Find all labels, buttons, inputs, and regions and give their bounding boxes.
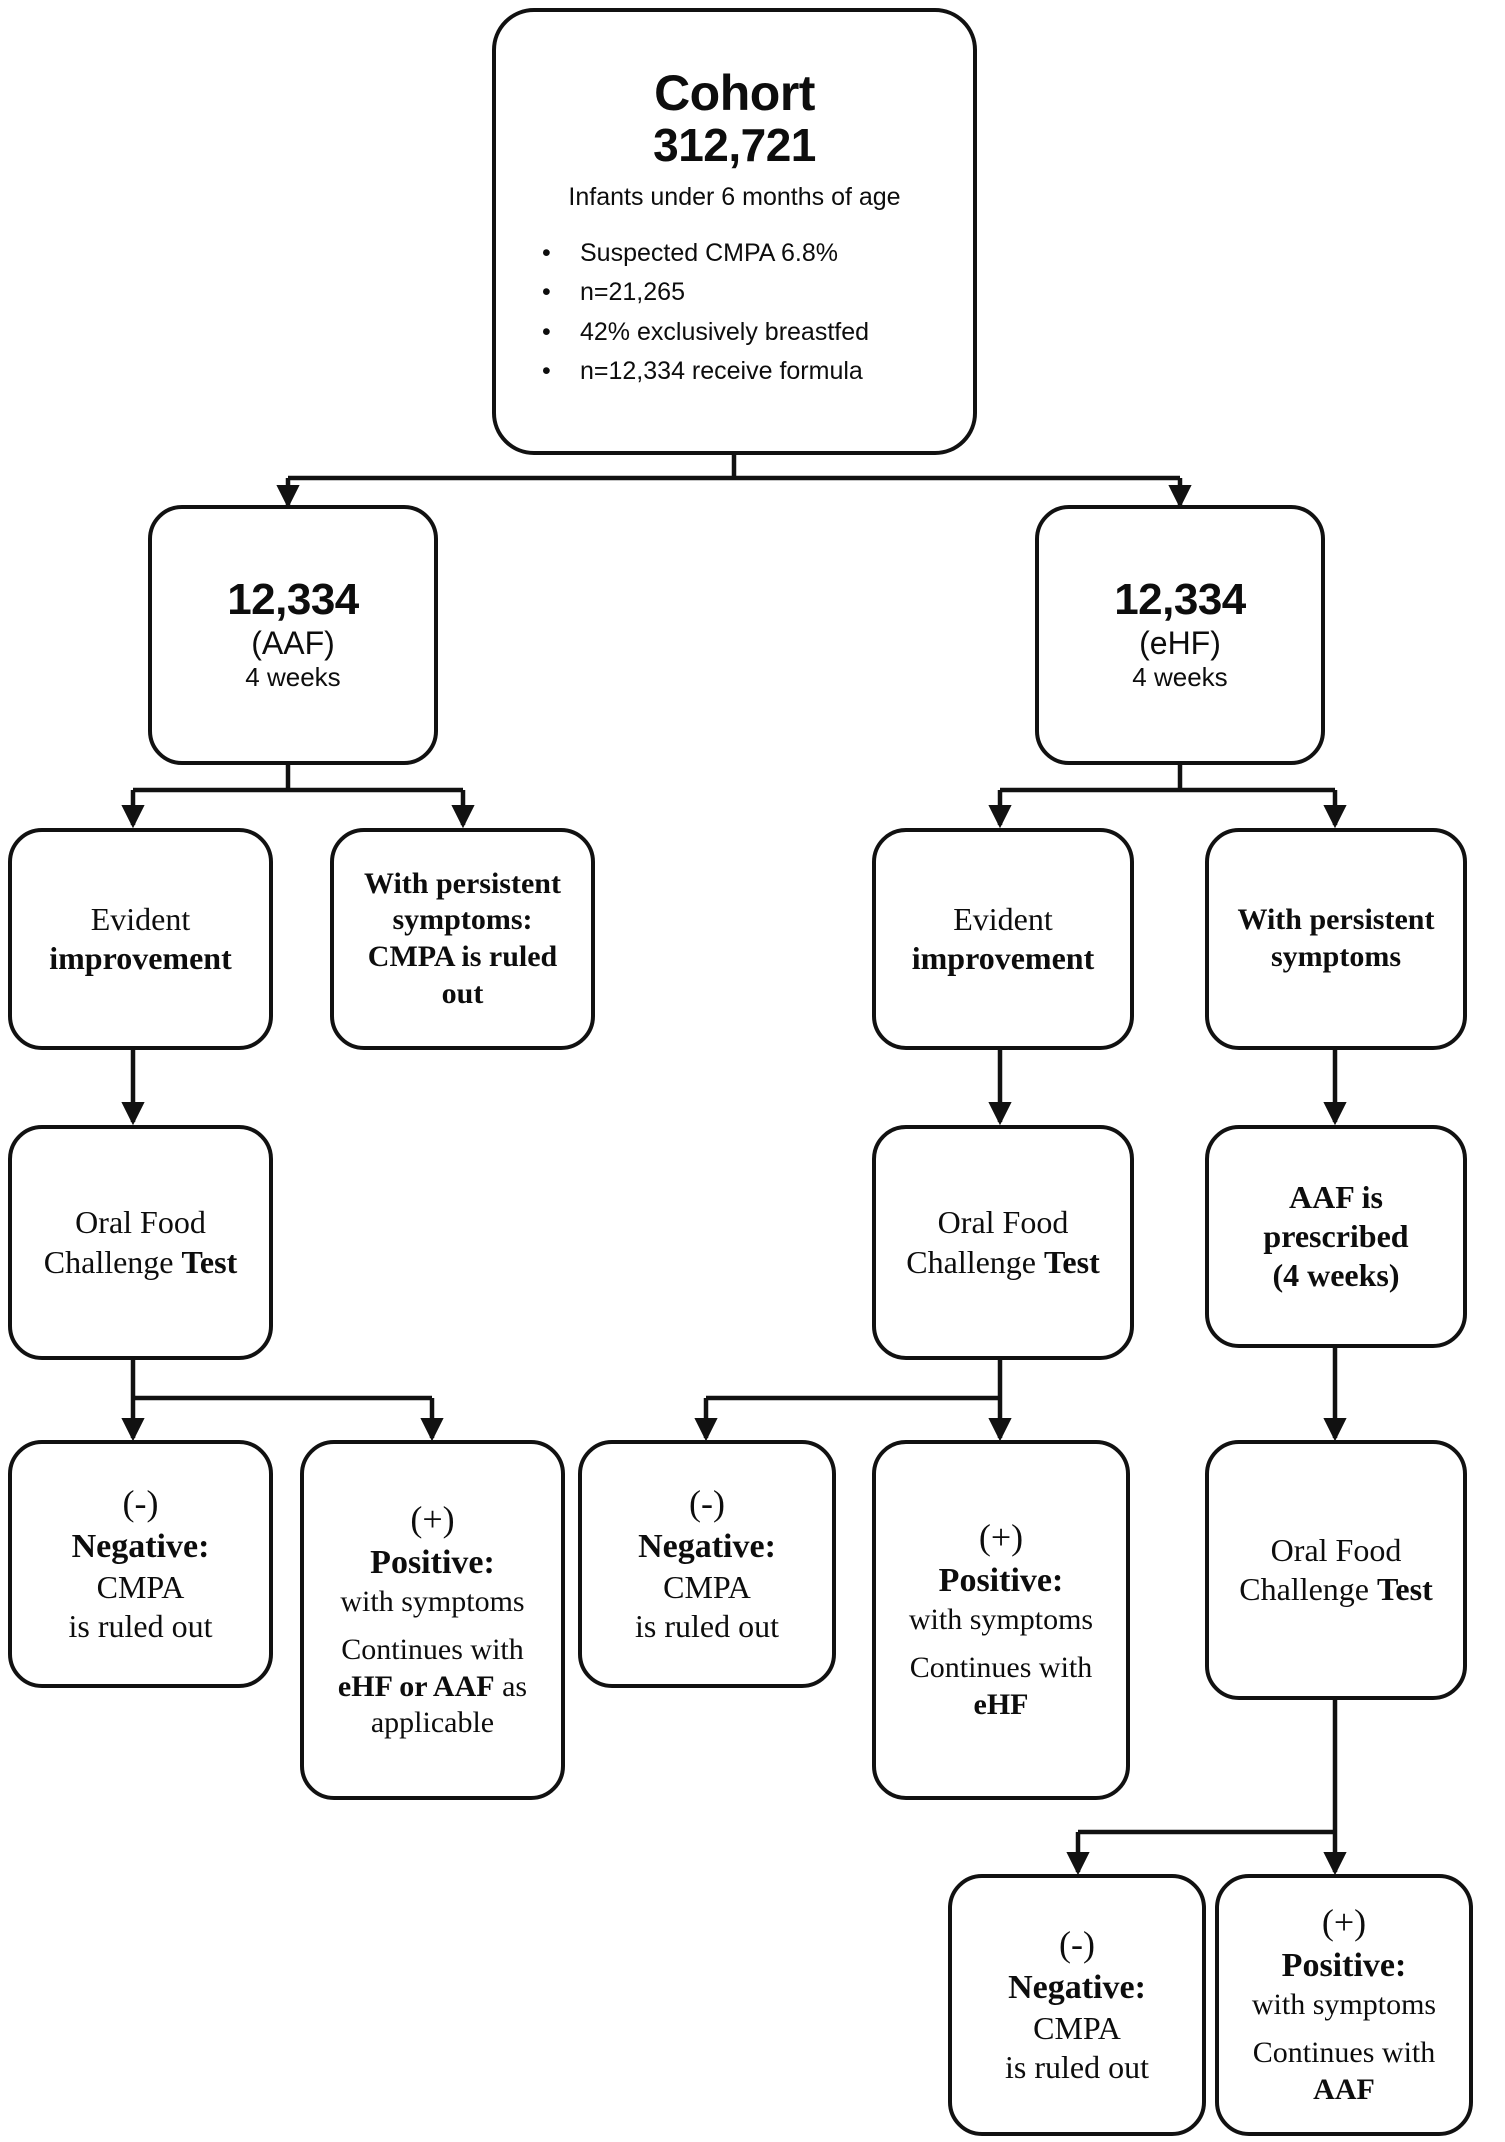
aaf-prescribed-line2: prescribed	[1263, 1217, 1409, 1254]
ehf-positive-sign: (+)	[978, 1517, 1024, 1558]
final-ofc-line2-bold: Test	[1377, 1571, 1433, 1607]
node-ehf-evident-improvement[interactable]: Evident improvement	[872, 828, 1134, 1050]
aaf-persistent-line3: CMPA is ruled out	[367, 940, 558, 1010]
final-positive-line3: AAF	[1313, 2072, 1375, 2106]
final-negative-heading: Negative:	[1008, 1969, 1146, 2007]
bullet-dot-icon: •	[542, 278, 551, 306]
final-ofc-line1: Oral Food	[1270, 1531, 1402, 1568]
aaf-arm-duration: 4 weeks	[245, 662, 341, 693]
bullet-dot-icon: •	[542, 238, 551, 267]
aaf-persistent-line2: symptoms:	[392, 903, 533, 937]
node-aaf-evident-improvement[interactable]: Evident improvement	[8, 828, 273, 1050]
aaf-arm-number: 12,334	[227, 575, 359, 625]
node-aaf-prescribed[interactable]: AAF is prescribed (4 weeks)	[1205, 1125, 1467, 1348]
node-aaf-persistent-symptoms[interactable]: With persistent symptoms: CMPA is ruled …	[330, 828, 595, 1050]
aaf-positive-line1: with symptoms	[340, 1584, 525, 1618]
ehf-persistent-line1: With persistent	[1237, 903, 1435, 937]
aaf-negative-sign: (-)	[122, 1483, 159, 1524]
ehf-arm-label: (eHF)	[1139, 624, 1221, 661]
cohort-bullet-2: 42% exclusively breastfed	[580, 317, 870, 346]
aaf-improve-line1: Evident	[90, 900, 191, 937]
final-negative-sign: (-)	[1059, 1924, 1095, 1965]
aaf-negative-line2: is ruled out	[68, 1607, 213, 1644]
final-positive-line1: with symptoms	[1251, 1987, 1437, 2021]
bullet-dot-icon: •	[542, 317, 551, 346]
ehf-positive-line3: eHF	[973, 1687, 1029, 1721]
node-aaf-oral-food-challenge[interactable]: Oral Food Challenge Test	[8, 1125, 273, 1360]
final-negative-line2: is ruled out	[1005, 2048, 1149, 2085]
final-ofc-line2-plain: Challenge	[1239, 1571, 1377, 1607]
aaf-persistent-line1: With persistent	[364, 866, 561, 900]
ehf-positive-line2: Continues with	[909, 1651, 1093, 1685]
aaf-ofc-line2-plain: Challenge	[43, 1243, 182, 1280]
aaf-prescribed-line1: AAF is	[1289, 1178, 1383, 1215]
ehf-negative-line2: is ruled out	[635, 1607, 779, 1644]
cohort-bullet-1: n=21,265	[580, 278, 685, 306]
ehf-positive-heading: Positive:	[938, 1562, 1064, 1600]
ehf-arm-duration: 4 weeks	[1132, 662, 1228, 693]
aaf-positive-line2: Continues with	[341, 1633, 524, 1667]
node-aaf-prescribed-oral-food-challenge[interactable]: Oral Food Challenge Test	[1205, 1440, 1467, 1700]
ehf-ofc-line2-plain: Challenge	[906, 1243, 1044, 1280]
cohort-bullet-0: Suspected CMPA 6.8%	[580, 238, 839, 267]
cohort-bullet-list: • Suspected CMPA 6.8% • n=21,265 • 42% e…	[508, 229, 961, 396]
final-negative-line1: CMPA	[1033, 2009, 1121, 2046]
aaf-positive-line3-bold: eHF or AAF	[337, 1669, 495, 1703]
aaf-ofc-line2-bold: Test	[181, 1243, 238, 1280]
ehf-ofc-line1: Oral Food	[937, 1204, 1069, 1241]
bullet-dot-icon: •	[542, 357, 551, 385]
node-ehf-oral-food-challenge[interactable]: Oral Food Challenge Test	[872, 1125, 1134, 1360]
aaf-negative-heading: Negative:	[71, 1528, 210, 1566]
ehf-negative-line1: CMPA	[663, 1568, 751, 1605]
ehf-arm-number: 12,334	[1114, 575, 1246, 625]
node-ehf-arm[interactable]: 12,334 (eHF) 4 weeks	[1035, 505, 1325, 765]
node-cohort[interactable]: Cohort 312,721 Infants under 6 months of…	[492, 8, 977, 455]
node-aaf-positive[interactable]: (+) Positive: with symptoms Continues wi…	[300, 1440, 565, 1800]
node-final-negative[interactable]: (-) Negative: CMPA is ruled out	[948, 1874, 1206, 2136]
ehf-improve-line2: improvement	[911, 940, 1095, 976]
aaf-negative-line1: CMPA	[96, 1568, 185, 1605]
cohort-subtitle: Infants under 6 months of age	[568, 183, 901, 211]
list-item: • n=12,334 receive formula	[542, 356, 961, 387]
final-ofc-line2: Challenge Test	[1239, 1570, 1432, 1609]
aaf-ofc-line1: Oral Food	[75, 1204, 206, 1241]
node-ehf-positive[interactable]: (+) Positive: with symptoms Continues wi…	[872, 1440, 1130, 1800]
aaf-positive-line3: eHF or AAF as	[338, 1669, 527, 1706]
ehf-improve-line1: Evident	[953, 900, 1053, 937]
aaf-improve-line2: improvement	[49, 940, 232, 976]
ehf-positive-line1: with symptoms	[908, 1602, 1094, 1636]
node-ehf-persistent-symptoms[interactable]: With persistent symptoms	[1205, 828, 1467, 1050]
aaf-prescribed-line3: (4 weeks)	[1272, 1257, 1400, 1294]
aaf-arm-label: (AAF)	[251, 624, 335, 661]
node-final-positive[interactable]: (+) Positive: with symptoms Continues wi…	[1215, 1874, 1473, 2136]
final-positive-line2: Continues with	[1252, 2036, 1436, 2070]
ehf-negative-sign: (-)	[689, 1483, 725, 1524]
final-positive-heading: Positive:	[1281, 1947, 1407, 1985]
aaf-positive-line3-plain: as	[494, 1669, 528, 1703]
aaf-positive-line4: applicable	[370, 1706, 495, 1740]
ehf-negative-heading: Negative:	[638, 1528, 776, 1566]
node-ehf-negative[interactable]: (-) Negative: CMPA is ruled out	[578, 1440, 836, 1688]
cohort-title: Cohort	[654, 65, 815, 122]
ehf-ofc-line2-bold: Test	[1044, 1243, 1100, 1280]
cohort-bullet-3: n=12,334 receive formula	[580, 357, 863, 385]
aaf-positive-sign: (+)	[410, 1499, 455, 1540]
node-aaf-arm[interactable]: 12,334 (AAF) 4 weeks	[148, 505, 438, 765]
list-item: • Suspected CMPA 6.8%	[542, 238, 961, 269]
aaf-ofc-line2: Challenge Test	[44, 1243, 237, 1282]
list-item: • n=21,265	[542, 277, 961, 308]
cohort-number: 312,721	[653, 119, 816, 172]
list-item: • 42% exclusively breastfed	[542, 317, 961, 348]
aaf-positive-heading: Positive:	[370, 1544, 495, 1582]
final-positive-sign: (+)	[1321, 1902, 1367, 1943]
ehf-ofc-line2: Challenge Test	[906, 1243, 1099, 1282]
node-aaf-negative[interactable]: (-) Negative: CMPA is ruled out	[8, 1440, 273, 1688]
ehf-persistent-line2: symptoms	[1270, 940, 1401, 973]
